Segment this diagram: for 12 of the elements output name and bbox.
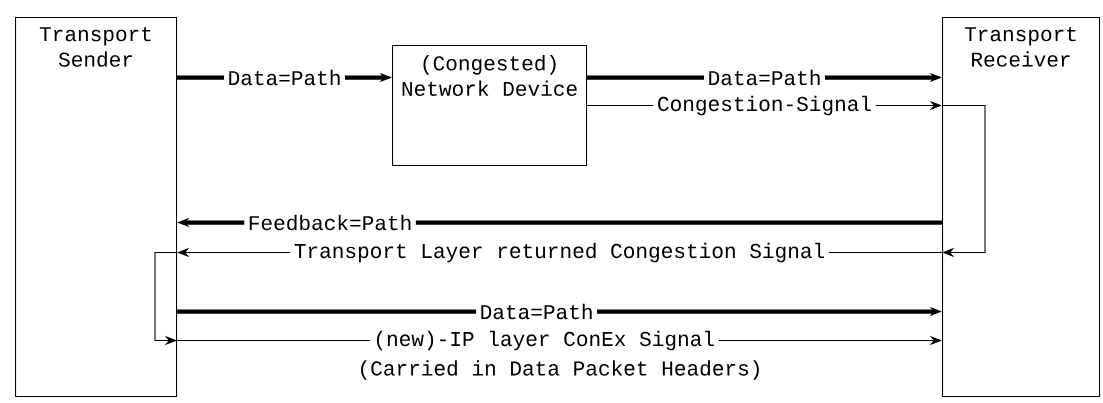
edge-label: Data=Path xyxy=(476,300,598,323)
edge-label: (new)-IP layer ConEx Signal xyxy=(369,327,719,354)
endpoint-box: Transport Receiver xyxy=(942,17,1101,398)
edge-label: Data=Path xyxy=(704,66,825,89)
edge-label: Congestion-Signal xyxy=(653,92,876,119)
edge-label: Transport Layer returned Congestion Signal xyxy=(290,239,829,266)
edge-label: Data=Path xyxy=(224,66,345,89)
device-box: (Congested) Network Device xyxy=(392,45,588,167)
edge-label: Feedback=Path xyxy=(244,211,416,234)
arrow xyxy=(941,105,986,258)
note-text: (Carried in Data Packet Headers) xyxy=(361,360,759,380)
endpoint-box: Transport Sender xyxy=(15,17,178,398)
